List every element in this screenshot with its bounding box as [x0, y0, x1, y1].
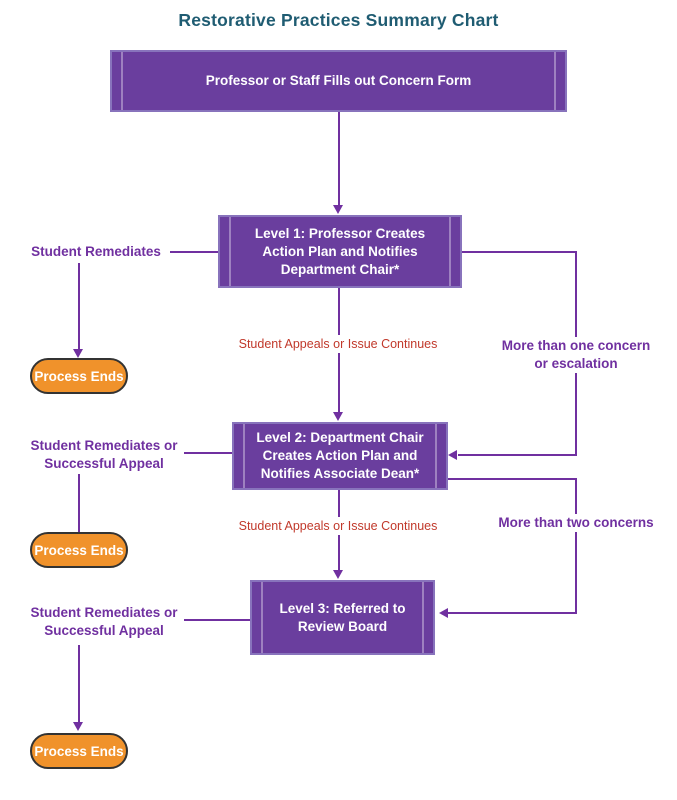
process-ends-label: Process Ends: [34, 743, 124, 759]
node-level1-label: Level 1: Professor Creates Action Plan a…: [254, 225, 426, 277]
connector-level3-to-remediates-line: [184, 619, 250, 621]
connector-remediates-to-end3-line: [78, 645, 80, 722]
arrow-down-icon: [73, 722, 83, 731]
node-concern-form-label: Professor or Staff Fills out Concern For…: [205, 73, 472, 88]
escalation-path-top-line: [462, 251, 577, 253]
terminator-process-ends-3: Process Ends: [30, 733, 128, 769]
process-ends-label: Process Ends: [34, 542, 124, 558]
label-remediates-or-appeal-2: Student Remediates or Successful Appeal: [30, 605, 178, 638]
label-more-than-two-concerns: More than two concerns: [487, 514, 665, 532]
side-bar-right: [449, 217, 451, 286]
arrow-down-icon: [73, 349, 83, 358]
label-student-appeals-2: Student Appeals or Issue Continues: [237, 517, 439, 535]
connector-level1-to-remediates-line: [170, 251, 218, 253]
node-level1: Level 1: Professor Creates Action Plan a…: [218, 215, 462, 288]
side-bar-left: [261, 582, 263, 653]
node-level2-label: Level 2: Department Chair Creates Action…: [256, 430, 424, 481]
arrow-down-icon: [333, 412, 343, 421]
arrow-down-icon: [333, 205, 343, 214]
arrow-left-icon: [439, 608, 448, 618]
terminator-process-ends-1: Process Ends: [30, 358, 128, 394]
side-bar-left: [121, 52, 123, 110]
connector-level2-to-remediates-line: [184, 452, 232, 454]
node-concern-form: Professor or Staff Fills out Concern For…: [110, 50, 567, 112]
side-bar-right: [422, 582, 424, 653]
connector-remediates-to-end2-line: [78, 474, 80, 532]
node-level3: Level 3: Referred to Review Board: [250, 580, 435, 655]
escalation-path-bottom-line: [458, 454, 577, 456]
node-level2: Level 2: Department Chair Creates Action…: [232, 422, 448, 490]
node-level3-label: Level 3: Referred to Review Board: [279, 600, 406, 634]
side-bar-right: [435, 424, 437, 488]
arrow-down-icon: [333, 570, 343, 579]
arrow-left-icon: [448, 450, 457, 460]
process-ends-label: Process Ends: [34, 368, 124, 384]
side-bar-left: [243, 424, 245, 488]
concerns-path-bottom-line: [448, 612, 577, 614]
label-student-remediates: Student Remediates: [31, 244, 161, 259]
concerns-path-top-line: [448, 478, 577, 480]
label-more-than-one-concern: More than one concern or escalation: [485, 337, 667, 373]
terminator-process-ends-2: Process Ends: [30, 532, 128, 568]
connector-form-to-level1-line: [338, 112, 340, 205]
connector-remediates-to-end1-line: [78, 263, 80, 349]
side-bar-right: [554, 52, 556, 110]
label-student-appeals-1: Student Appeals or Issue Continues: [237, 335, 439, 353]
concerns-path-vertical-line: [575, 478, 577, 614]
chart-title: Restorative Practices Summary Chart: [178, 10, 499, 30]
label-remediates-or-appeal-1: Student Remediates or Successful Appeal: [30, 438, 178, 471]
side-bar-left: [229, 217, 231, 286]
